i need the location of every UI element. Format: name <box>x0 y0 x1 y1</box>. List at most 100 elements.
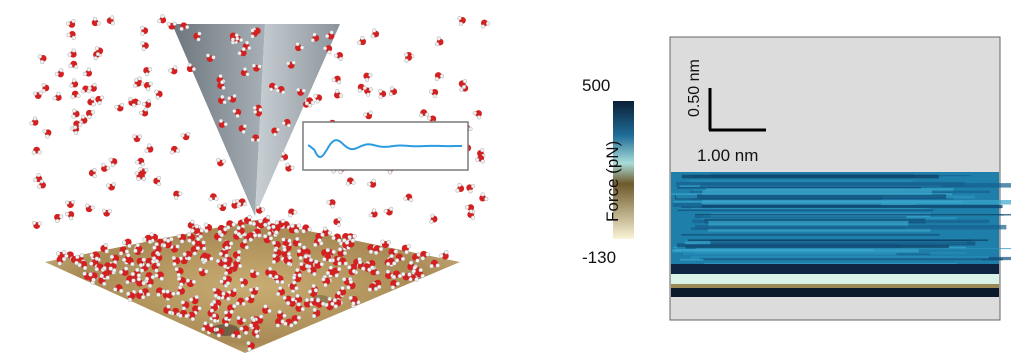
water-molecule <box>363 110 373 120</box>
water-molecule <box>168 65 178 75</box>
water-molecule <box>388 86 398 97</box>
water-molecule <box>217 224 228 235</box>
water-molecule <box>186 62 197 73</box>
afm-tip-left-face <box>172 24 265 216</box>
water-molecule <box>101 208 112 217</box>
water-molecule <box>429 213 438 224</box>
water-molecule <box>106 15 115 26</box>
water-molecule <box>407 260 417 271</box>
water-molecule <box>85 109 96 120</box>
water-molecule <box>248 317 259 328</box>
water-molecule <box>434 36 444 47</box>
water-molecule <box>275 318 285 328</box>
water-molecule <box>371 279 382 290</box>
water-molecule <box>415 267 425 279</box>
water-molecule <box>236 225 245 237</box>
water-molecule <box>271 240 281 251</box>
water-molecule <box>180 300 190 311</box>
water-molecule <box>403 52 413 63</box>
water-molecule <box>281 237 292 247</box>
water-molecule <box>281 247 292 258</box>
water-molecule <box>243 214 253 226</box>
water-molecule <box>346 279 356 290</box>
water-molecule <box>101 162 111 172</box>
water-molecule <box>113 284 124 294</box>
force-map-streak <box>688 239 989 241</box>
water-molecule <box>65 199 76 208</box>
water-molecule <box>429 88 439 99</box>
water-molecule <box>239 325 249 336</box>
water-molecule <box>249 268 260 279</box>
water-molecule <box>223 240 234 251</box>
water-molecule <box>37 179 46 189</box>
colorbar-max-label: 500 <box>582 76 611 95</box>
water-molecule <box>345 177 356 186</box>
water-molecule <box>222 258 232 269</box>
water-molecule <box>480 19 491 29</box>
water-molecule <box>304 97 315 106</box>
water-molecule <box>385 257 397 267</box>
water-molecule <box>239 277 248 288</box>
water-molecule <box>299 261 310 271</box>
water-molecule <box>331 233 342 243</box>
water-molecule <box>314 259 325 269</box>
water-molecule <box>268 270 279 280</box>
water-molecule <box>251 63 262 72</box>
water-molecule <box>344 238 356 248</box>
water-molecule <box>391 270 403 280</box>
water-molecule <box>222 275 232 286</box>
water-molecule <box>156 287 166 297</box>
water-molecule <box>138 107 149 117</box>
water-molecule <box>87 96 96 107</box>
water-molecule <box>403 193 414 203</box>
water-molecule <box>140 41 149 52</box>
water-molecule <box>401 271 412 281</box>
water-molecule <box>291 315 302 325</box>
water-molecule <box>198 267 209 277</box>
water-molecule <box>306 266 317 277</box>
water-molecule <box>95 95 105 106</box>
water-molecule <box>217 202 228 212</box>
scale-bar-x-label: 1.00 nm <box>697 146 759 165</box>
water-molecule <box>356 35 367 46</box>
water-molecule <box>121 238 132 249</box>
water-molecule <box>237 47 247 57</box>
force-map-image <box>671 172 1011 297</box>
water-molecule <box>429 259 440 269</box>
water-molecule <box>322 253 333 263</box>
water-molecule <box>133 242 143 253</box>
water-molecule <box>325 265 336 276</box>
water-molecule <box>325 30 335 40</box>
water-molecule <box>472 110 482 120</box>
water-molecule <box>70 254 80 266</box>
water-molecule <box>279 151 289 162</box>
force-map-streak <box>694 214 1011 216</box>
force-map-streak <box>681 174 939 179</box>
water-molecule <box>296 245 307 255</box>
water-molecule <box>109 254 120 265</box>
water-molecule <box>179 22 190 31</box>
water-molecule <box>77 260 88 271</box>
force-map-streak <box>674 249 875 252</box>
water-molecule <box>332 298 342 309</box>
water-molecule <box>161 238 172 249</box>
water-molecule <box>315 232 325 243</box>
water-molecule <box>250 28 259 39</box>
water-molecule <box>333 217 342 228</box>
water-molecule <box>216 157 227 167</box>
water-molecule <box>31 220 42 229</box>
water-molecule <box>136 276 146 287</box>
water-molecule <box>296 87 306 96</box>
water-molecule <box>230 330 242 339</box>
force-map-streak <box>672 202 882 207</box>
water-molecule <box>118 246 130 256</box>
water-molecule <box>321 277 331 288</box>
force-map-streak <box>695 224 1007 230</box>
water-molecule <box>271 127 281 137</box>
water-molecule <box>370 28 380 39</box>
water-molecule <box>301 224 312 234</box>
force-map-streak <box>708 220 909 226</box>
water-molecule <box>37 54 47 65</box>
water-molecule <box>326 199 336 209</box>
water-molecule <box>232 108 242 119</box>
